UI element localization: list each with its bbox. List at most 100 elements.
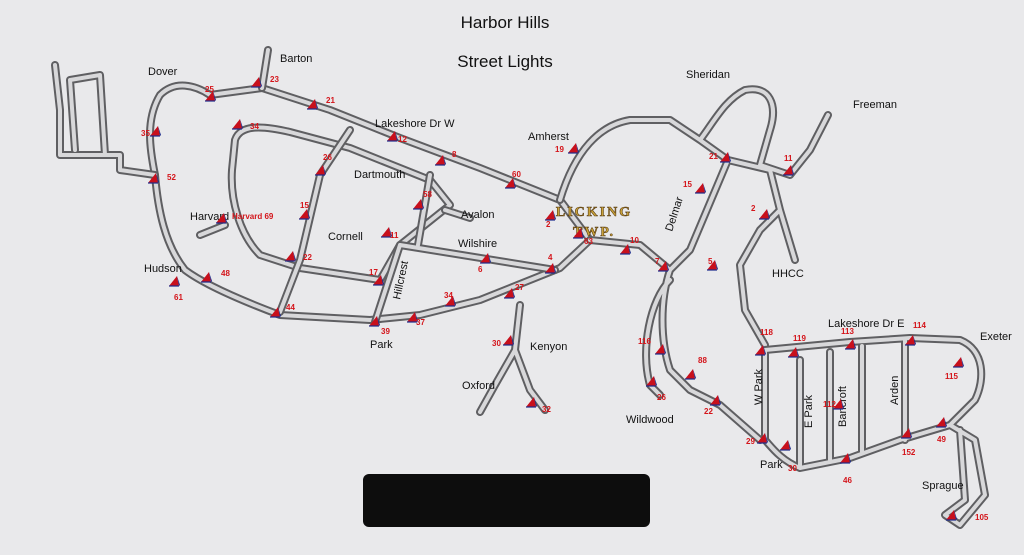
township-line-1: LICKING (556, 205, 632, 220)
street-light-number: 2 (546, 220, 551, 229)
street-light: 49 (935, 416, 947, 444)
redacted-box (363, 474, 650, 527)
street-light: 63 (572, 227, 593, 246)
street-light: 112 (823, 398, 844, 410)
street-light: 30 (779, 439, 797, 473)
street-light: 26 (314, 153, 332, 176)
street-light-number: 152 (902, 448, 916, 457)
street-light-number: 29 (746, 437, 755, 446)
street-label: Dartmouth (354, 169, 405, 181)
street-light-number: 115 (945, 372, 958, 381)
street-light: 152 (900, 427, 916, 457)
street-label: Dover (148, 66, 178, 78)
street-light-number: 8 (452, 150, 457, 159)
street-light: 4 (544, 253, 556, 274)
street-light: 119 (787, 334, 806, 358)
street-label: Sheridan (686, 69, 730, 81)
street-light: 21 (709, 151, 731, 163)
street-label: Kenyon (530, 341, 567, 353)
street-label: Hudson (144, 263, 182, 275)
street-light: 30 (492, 334, 514, 348)
street-light-number: 2 (751, 204, 756, 213)
street-light: 35 (141, 125, 161, 138)
street-label: Park (760, 459, 783, 471)
street-light: 6 (478, 252, 491, 274)
street-light-number: 39 (381, 327, 390, 336)
street-light-number: 116 (638, 337, 651, 346)
street-light-number: 32 (542, 405, 551, 414)
street-light: 44 (269, 303, 295, 318)
street-light-number: 6 (478, 265, 483, 274)
street-light: 114 (904, 321, 926, 346)
street-labels: Barton Dover Lakeshore Dr W Dartmouth Am… (144, 53, 1012, 492)
street-light: 58 (412, 190, 432, 210)
street-light: 52 (147, 172, 176, 184)
street-light: 46 (839, 452, 852, 485)
street-light-number: 113 (841, 327, 854, 336)
street-label: Cornell (328, 231, 363, 243)
street-light: 115 (945, 356, 964, 381)
street-light-number: 61 (174, 293, 183, 302)
street-light: 113 (841, 327, 856, 350)
street-light-number: 27 (515, 283, 524, 292)
street-label: Avalon (461, 209, 494, 221)
street-light-number: 11 (390, 231, 399, 240)
street-light-number: 12 (398, 135, 407, 144)
street-light: 5 (706, 257, 718, 271)
street-light: 105 (945, 509, 989, 522)
street-light-number: 19 (555, 145, 564, 154)
street-light: 22 (284, 250, 312, 262)
street-label: Exeter (980, 331, 1012, 343)
street-light: 37 (406, 311, 425, 327)
street-label: W Park (753, 368, 765, 405)
street-light-number: 21 (326, 96, 335, 105)
street-light: 26 (645, 375, 666, 402)
street-label: HHCC (772, 268, 804, 280)
street-light: 34 (444, 291, 456, 307)
street-light: 17 (369, 268, 384, 286)
street-light-number: 30 (788, 464, 797, 473)
street-light-number: 25 (205, 85, 214, 94)
street-light: 10 (619, 236, 639, 255)
map-title: Harbor Hills (461, 13, 550, 32)
map-subtitle: Street Lights (457, 52, 552, 71)
street-label: Barton (280, 53, 312, 65)
street-light-number: 7 (655, 257, 660, 266)
street-light-number: 5 (708, 257, 713, 266)
street-light-number: 15 (300, 201, 309, 210)
street-light-number: 17 (369, 268, 378, 277)
street-light: 15 (298, 201, 310, 220)
street-light: 88 (684, 356, 707, 380)
street-light-number: 23 (270, 75, 279, 84)
street-light: 12 (386, 130, 407, 144)
street-light: 32 (525, 396, 551, 414)
street-light-number: 48 (221, 269, 230, 278)
street-label: Freeman (853, 99, 897, 111)
street-light-number: 105 (975, 513, 989, 522)
street-light-number: 119 (793, 334, 806, 343)
street-light-number: 52 (167, 173, 176, 182)
street-light: 15 (683, 180, 706, 194)
street-light: 8 (434, 150, 457, 166)
street-light: 21 (306, 96, 335, 110)
street-light-number: 60 (512, 170, 521, 179)
street-light: 118 (754, 328, 773, 356)
street-light-number: 46 (843, 476, 852, 485)
street-light-number: 37 (416, 318, 425, 327)
street-light-number: 35 (141, 129, 150, 138)
street-label: Wilshire (458, 238, 497, 250)
street-light: 60 (504, 170, 521, 189)
street-light: 39 (368, 315, 390, 336)
street-label: Oxford (462, 380, 495, 392)
street-light: 11 (380, 226, 399, 240)
street-light-number: 112 (823, 400, 836, 409)
street-light: 22 (704, 394, 721, 416)
street-light: 34 (231, 118, 259, 131)
street-light-number: 11 (784, 154, 793, 163)
street-light: 25 (204, 85, 216, 102)
street-light: 2 (544, 209, 556, 229)
street-light-number: 34 (250, 122, 259, 131)
